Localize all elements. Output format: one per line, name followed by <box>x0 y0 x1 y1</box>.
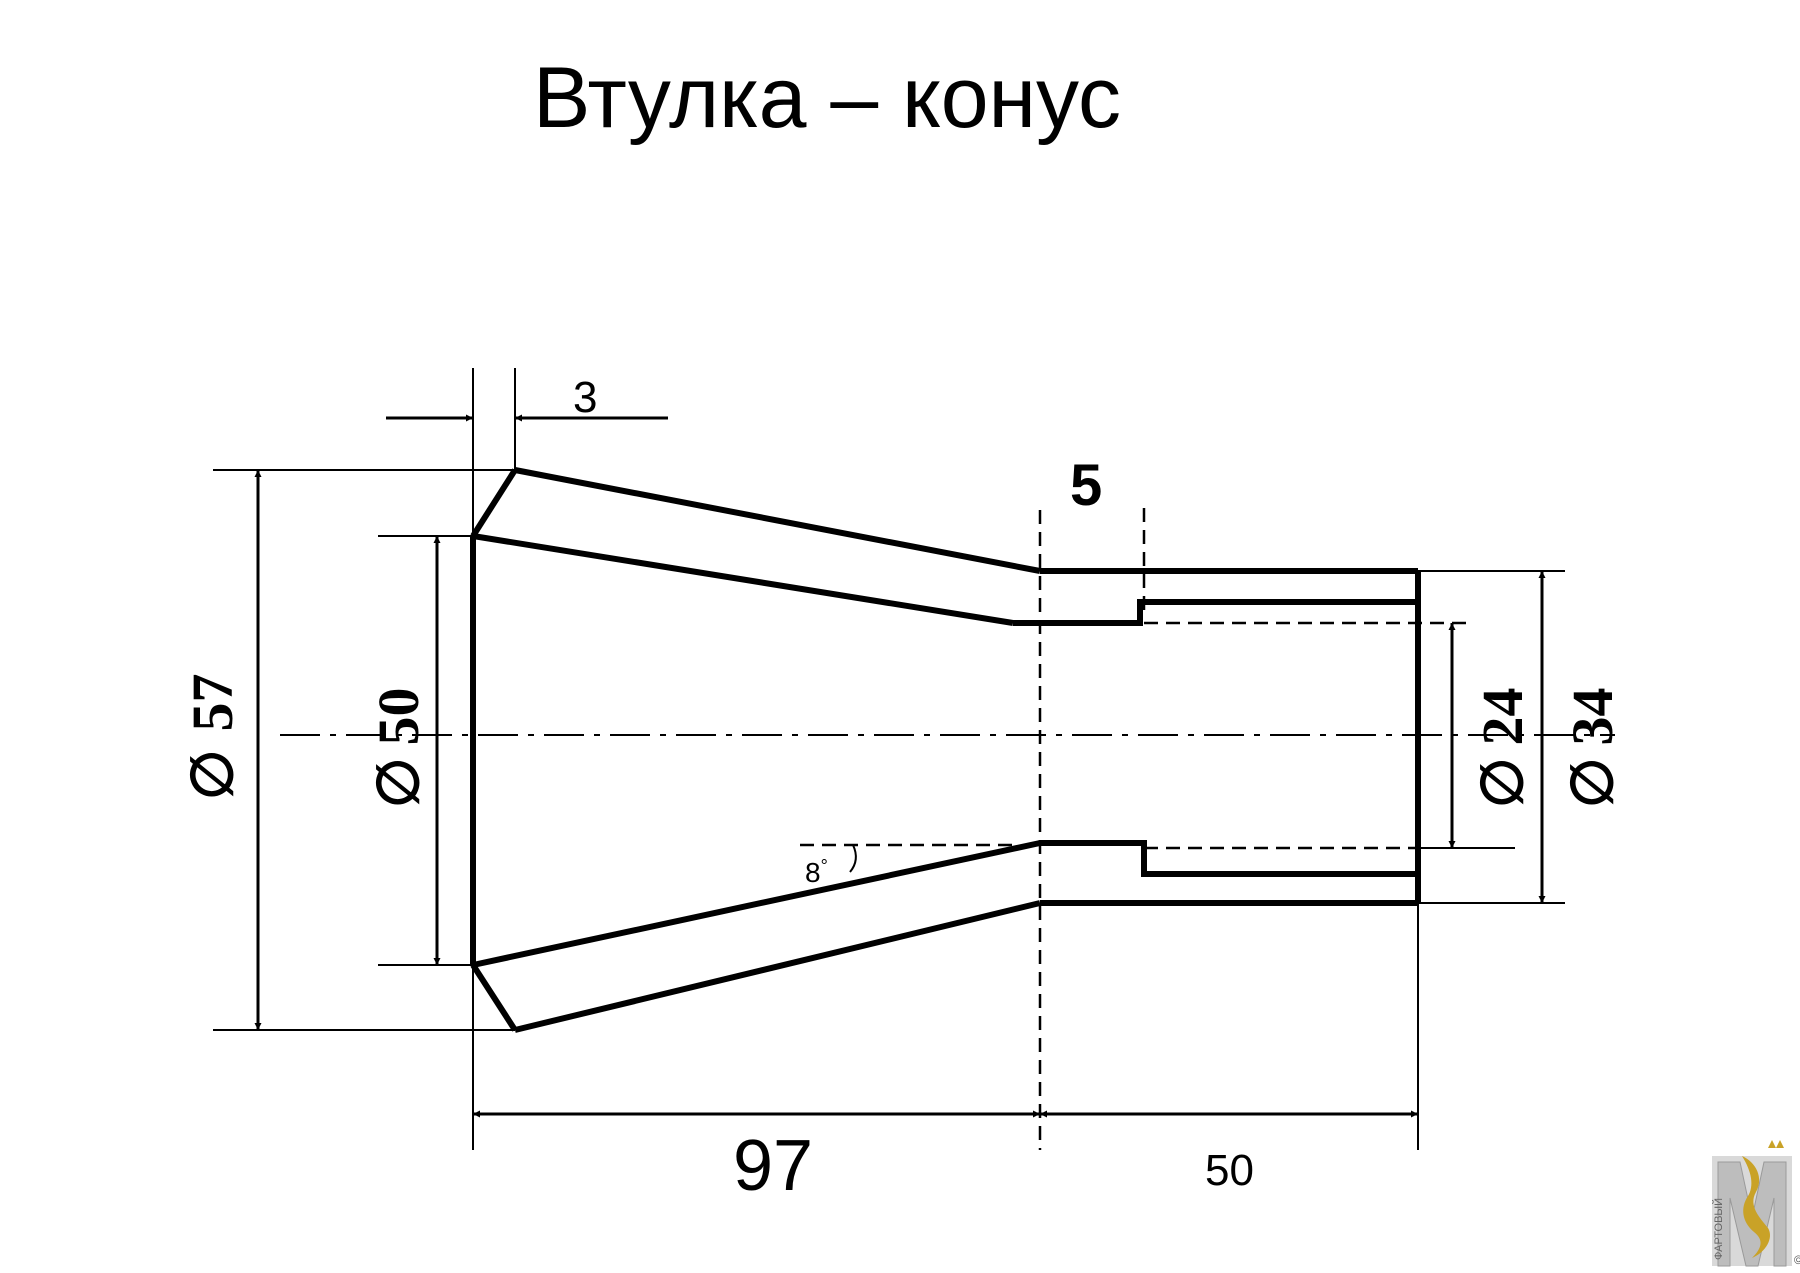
diameter-symbol: ∅ <box>180 749 245 800</box>
dimension-lines <box>254 414 1546 1118</box>
publisher-logo: ФАРТОВЫЙ © <box>1712 1140 1800 1267</box>
dim-value-34: 34 <box>1560 687 1625 745</box>
dim-groove-5: 5 <box>1070 453 1102 518</box>
logo-text: ФАРТОВЫЙ <box>1712 1198 1725 1260</box>
angle-arc <box>849 844 857 873</box>
dim-value-57: 57 <box>180 673 245 731</box>
dim-diameter-34: ∅ 34 <box>1560 687 1625 808</box>
svg-text:∅57: ∅ 57 <box>180 673 245 800</box>
dim-chamfer-3: 3 <box>573 373 597 422</box>
dim-diameter-50: ∅ 50 <box>366 687 431 808</box>
dim-diameter-24: ∅ 24 <box>1470 687 1535 808</box>
dim-length-50: 50 <box>1205 1146 1254 1195</box>
hidden-lines <box>800 508 1470 1150</box>
diameter-symbol: ∅ <box>366 757 431 808</box>
dim-value-50: 50 <box>366 687 431 745</box>
dim-diameter-57: ∅ 57 <box>180 673 245 800</box>
dim-value-24: 24 <box>1470 687 1535 745</box>
logo-copyright: © <box>1794 1253 1800 1267</box>
svg-text:∅50: ∅ 50 <box>366 687 431 808</box>
part-outline <box>470 467 1421 1033</box>
dim-length-97: 97 <box>733 1126 813 1206</box>
angle-label: 8° <box>805 856 828 888</box>
diameter-symbol: ∅ <box>1560 757 1625 808</box>
page-title: Втулка – конус <box>533 50 1121 146</box>
svg-text:∅24: ∅ 24 <box>1470 687 1535 808</box>
diameter-symbol: ∅ <box>1470 757 1535 808</box>
svg-text:∅34: ∅ 34 <box>1560 687 1625 808</box>
